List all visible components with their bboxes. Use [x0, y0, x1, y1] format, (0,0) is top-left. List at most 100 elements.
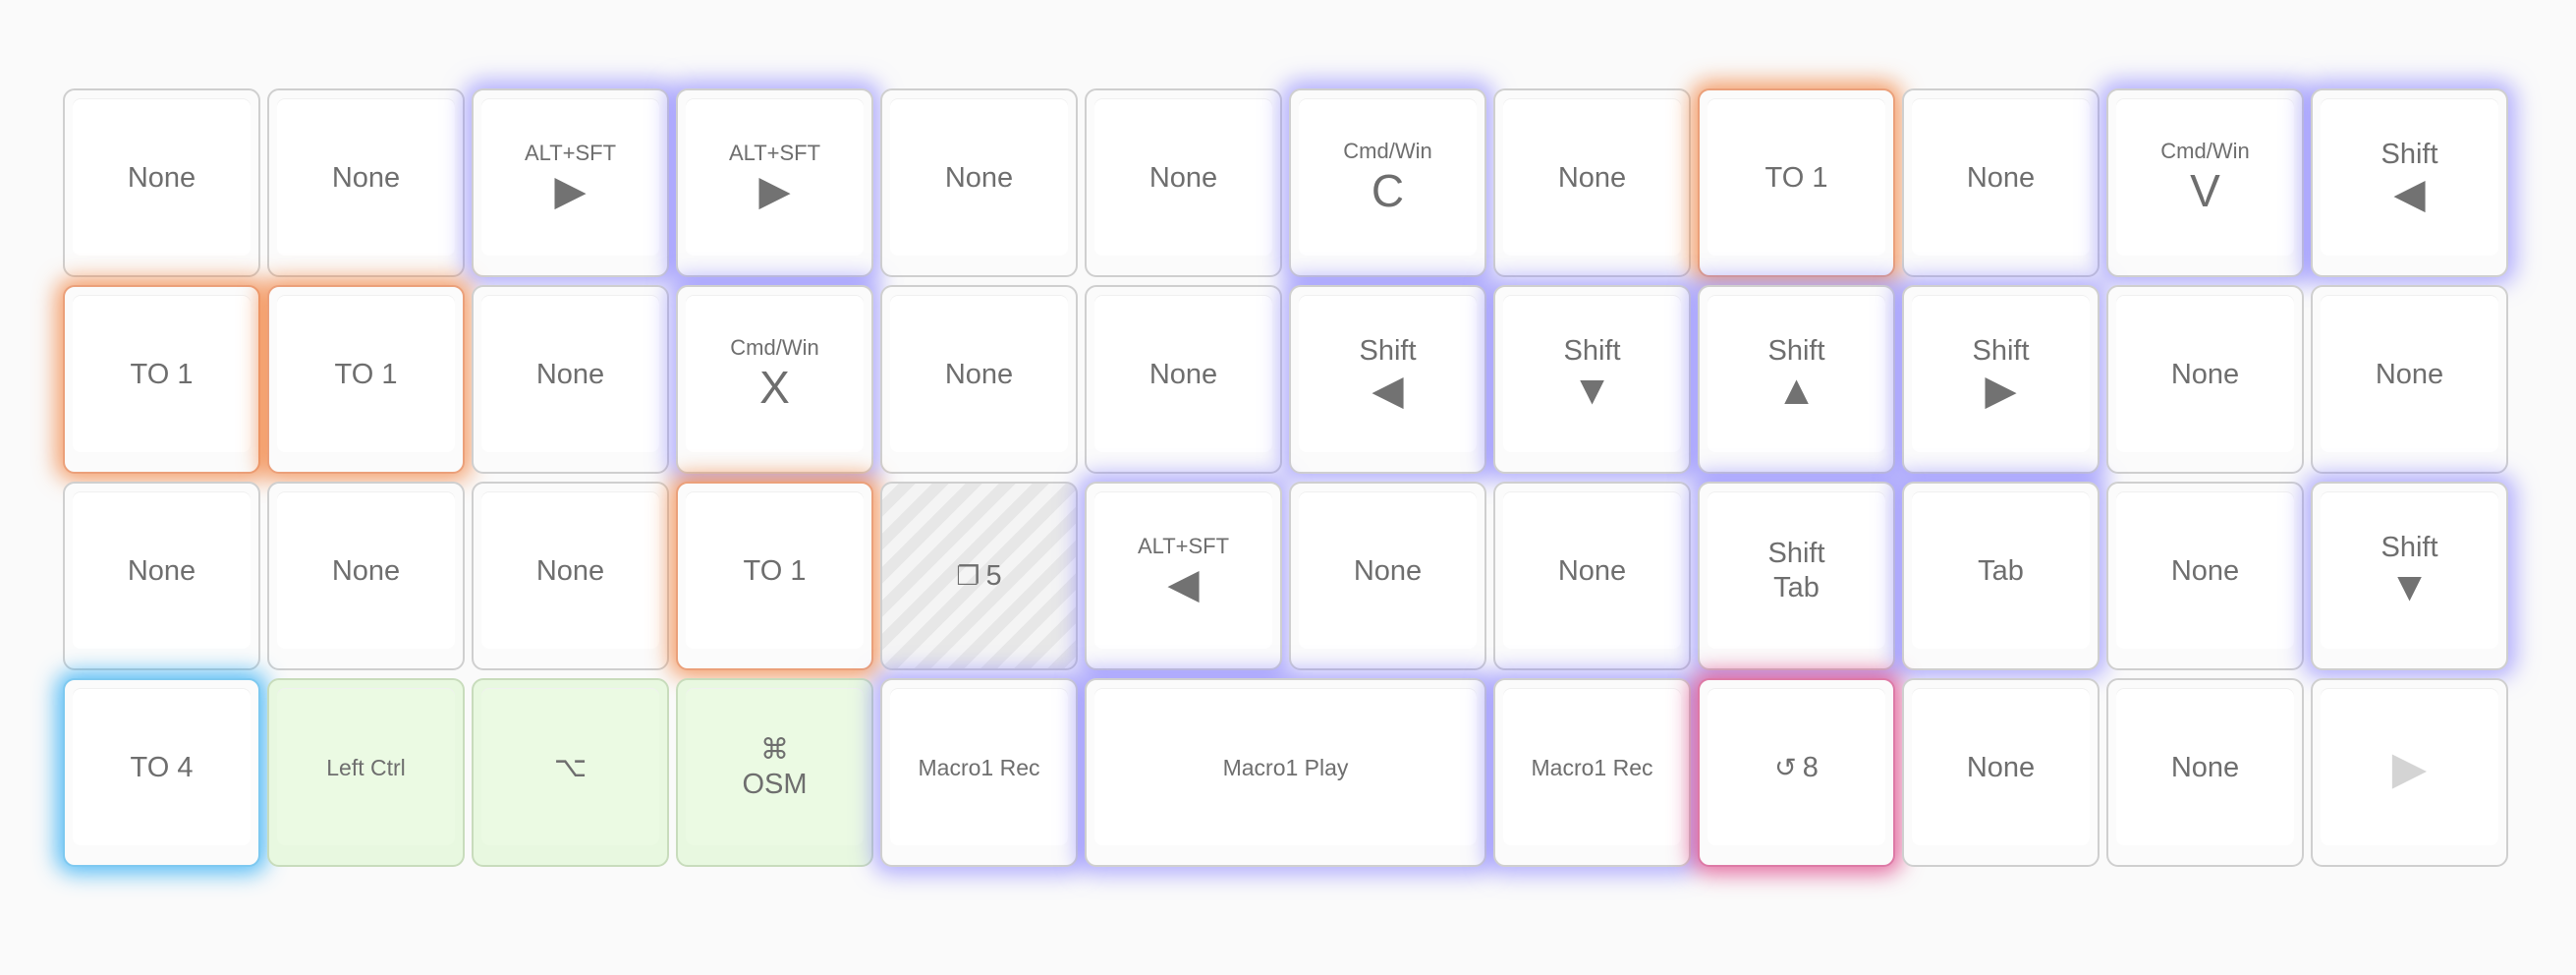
key-r2c1[interactable]: None	[267, 482, 465, 670]
key-main-letter: V	[2190, 165, 2220, 216]
key-label: TO 4	[130, 751, 194, 783]
key-r2c2[interactable]: None	[472, 482, 669, 670]
key-label: TO 1	[334, 358, 398, 390]
key-label: Tab	[1978, 554, 2024, 587]
key-r1c7[interactable]: Shift ▼	[1493, 285, 1691, 474]
play-arrow-icon: ▶	[2391, 742, 2428, 793]
key-label: None	[1966, 751, 2036, 783]
key-r0c10[interactable]: Cmd/Win V	[2106, 88, 2304, 277]
key-r0c6[interactable]: Cmd/Win C	[1289, 88, 1486, 277]
key-r3c5[interactable]: Macro1 Play	[1085, 678, 1486, 867]
key-label: None	[944, 161, 1014, 194]
key-r0c2[interactable]: ALT+SFT ▶	[472, 88, 669, 277]
key-r1c5[interactable]: None	[1085, 285, 1282, 474]
key-label: None	[535, 358, 605, 390]
key-label: None	[1966, 161, 2036, 194]
arrow-right-icon: ▶	[758, 167, 791, 213]
key-label: Macro1 Rec	[918, 754, 1040, 780]
key-label-line2: OSM	[742, 769, 808, 800]
key-r0c0[interactable]: None	[63, 88, 260, 277]
key-r2c3[interactable]: TO 1	[676, 482, 873, 670]
key-label: None	[1557, 554, 1627, 587]
key-label: TO 1	[130, 358, 194, 390]
key-r2c9[interactable]: Tab	[1902, 482, 2100, 670]
key-r0c3[interactable]: ALT+SFT ▶	[676, 88, 873, 277]
key-r0c5[interactable]: None	[1085, 88, 1282, 277]
key-label: None	[535, 554, 605, 587]
key-r0c8[interactable]: TO 1	[1698, 88, 1895, 277]
key-r1c2[interactable]: None	[472, 285, 669, 474]
key-r1c3[interactable]: Cmd/Win X	[676, 285, 873, 474]
key-label: Left Ctrl	[326, 754, 406, 780]
key-r3c1[interactable]: Left Ctrl	[267, 678, 465, 867]
key-r0c7[interactable]: None	[1493, 88, 1691, 277]
key-r2c7[interactable]: None	[1493, 482, 1691, 670]
key-label: None	[331, 554, 401, 587]
key-r0c11[interactable]: Shift ◀	[2311, 88, 2508, 277]
key-label: TO 1	[1764, 161, 1828, 194]
key-r1c8[interactable]: Shift ▲	[1698, 285, 1895, 474]
key-modifier-label: Shift	[1563, 334, 1621, 367]
key-r1c0[interactable]: TO 1	[63, 285, 260, 474]
key-r3c7[interactable]: ↺8	[1698, 678, 1895, 867]
arrow-down-icon: ▼	[1571, 366, 1613, 413]
key-label: None	[944, 358, 1014, 390]
copy-square-icon: ❐	[956, 560, 980, 591]
key-r1c6[interactable]: Shift ◀	[1289, 285, 1486, 474]
key-r3c6[interactable]: Macro1 Rec	[1493, 678, 1691, 867]
key-r2c10[interactable]: None	[2106, 482, 2304, 670]
key-label: None	[127, 161, 196, 194]
key-r2c5[interactable]: ALT+SFT ◀	[1085, 482, 1282, 670]
key-label: ↺8	[1774, 750, 1819, 785]
key-r2c0[interactable]: None	[63, 482, 260, 670]
arrow-left-icon: ◀	[1167, 560, 1200, 606]
key-r2c11[interactable]: Shift ▼	[2311, 482, 2508, 670]
arrow-right-icon: ▶	[1985, 366, 2017, 413]
undo-arrow-icon: ↺	[1774, 752, 1797, 782]
key-r2c6[interactable]: None	[1289, 482, 1486, 670]
key-label-line1: Shift	[1767, 537, 1825, 569]
key-label: None	[2170, 358, 2240, 390]
key-r3c8[interactable]: None	[1902, 678, 2100, 867]
key-r0c1[interactable]: None	[267, 88, 465, 277]
key-r3c2[interactable]: ⌥	[472, 678, 669, 867]
key-main-letter: C	[1371, 165, 1405, 216]
arrow-up-icon: ▲	[1775, 366, 1818, 413]
option-key-icon: ⌥	[553, 751, 588, 783]
key-r0c4[interactable]: None	[880, 88, 1078, 277]
key-label: None	[1353, 554, 1423, 587]
command-key-icon: ⌘	[760, 733, 789, 766]
key-modifier-label: Shift	[2380, 138, 2438, 170]
key-r3c0[interactable]: TO 4	[63, 678, 260, 867]
arrow-left-icon: ◀	[1372, 366, 1404, 413]
key-label: TO 1	[743, 554, 807, 587]
key-label: None	[2170, 751, 2240, 783]
key-r3c4[interactable]: Macro1 Rec	[880, 678, 1078, 867]
key-r3c9[interactable]: None	[2106, 678, 2304, 867]
key-r1c11[interactable]: None	[2311, 285, 2508, 474]
key-label: Macro1 Rec	[1531, 754, 1653, 780]
arrow-down-icon: ▼	[2388, 562, 2431, 609]
key-main-letter: X	[759, 362, 790, 413]
key-r3c10[interactable]: ▶	[2311, 678, 2508, 867]
key-label-line2: Tab	[1773, 572, 1820, 603]
key-modifier-label: ALT+SFT	[1137, 534, 1230, 558]
key-modifier-label: Shift	[1359, 334, 1417, 367]
key-label: None	[331, 161, 401, 194]
key-r0c9[interactable]: None	[1902, 88, 2100, 277]
key-r2c8[interactable]: Shift Tab	[1698, 482, 1895, 670]
key-r1c4[interactable]: None	[880, 285, 1078, 474]
key-label: Macro1 Play	[1222, 754, 1349, 780]
key-label: None	[1148, 358, 1218, 390]
key-r1c9[interactable]: Shift ▶	[1902, 285, 2100, 474]
key-r1c10[interactable]: None	[2106, 285, 2304, 474]
key-label: None	[1557, 161, 1627, 194]
key-r1c1[interactable]: TO 1	[267, 285, 465, 474]
key-r2c4[interactable]: ❐5	[880, 482, 1078, 670]
key-r3c3[interactable]: ⌘ OSM	[676, 678, 873, 867]
key-modifier-label: Cmd/Win	[1343, 139, 1432, 163]
key-modifier-label: ALT+SFT	[728, 141, 821, 165]
key-layer-number: 5	[985, 559, 1002, 592]
key-modifier-label: Shift	[1972, 334, 2030, 367]
